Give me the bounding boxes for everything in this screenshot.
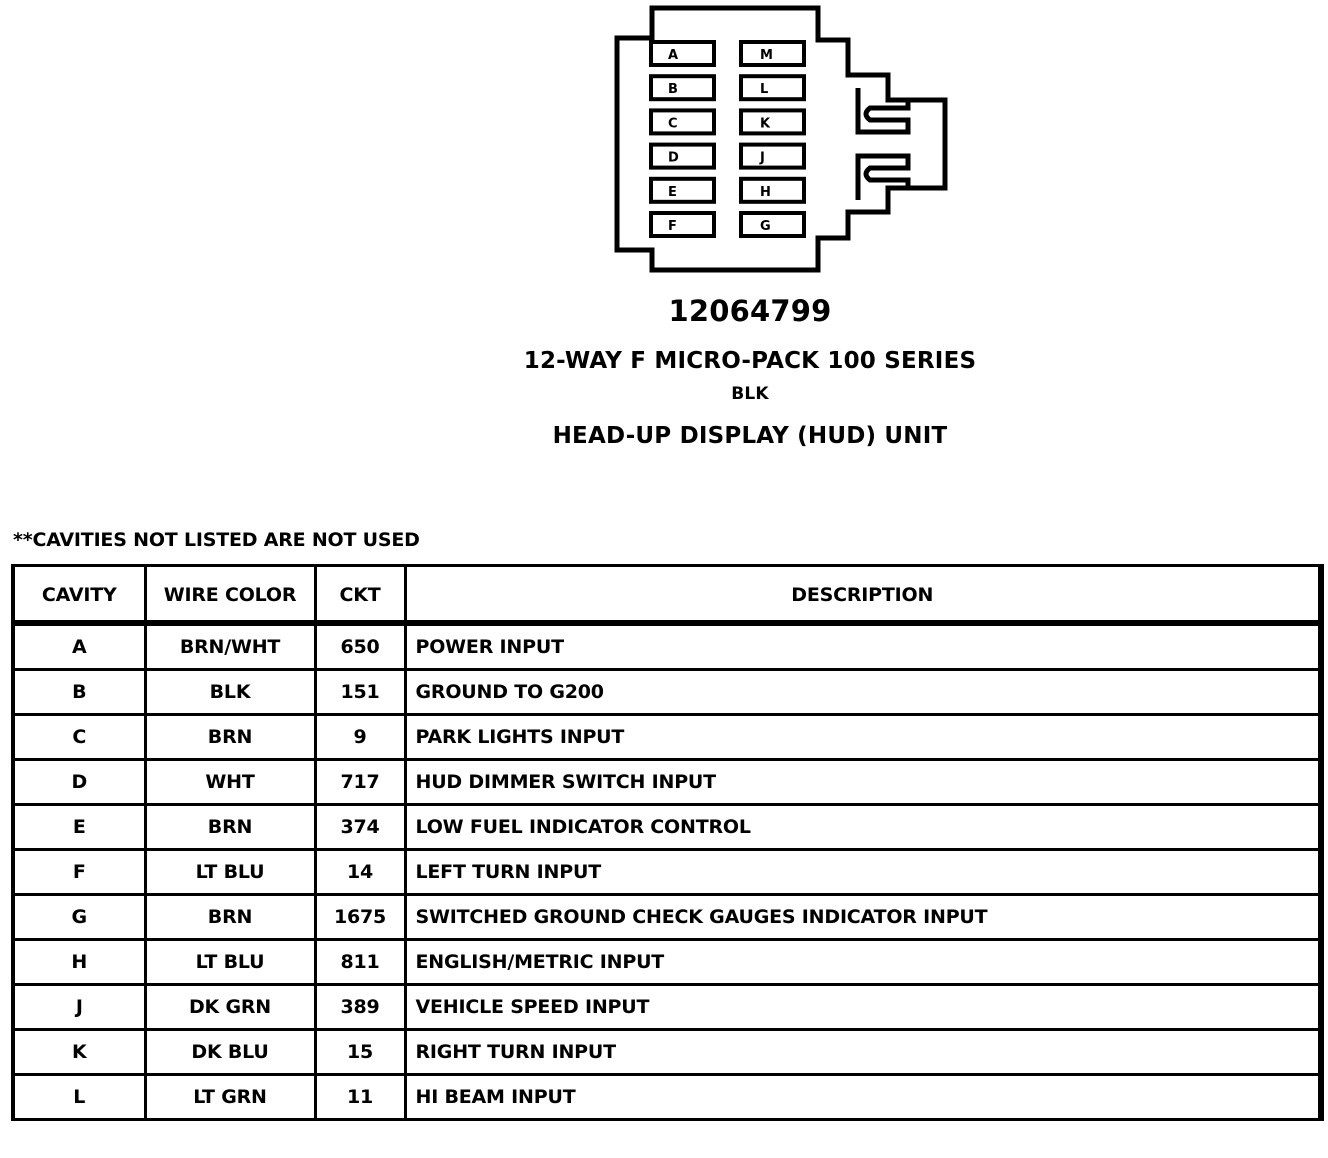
header-description: DESCRIPTION xyxy=(403,564,1324,626)
header-ckt: CKT xyxy=(313,564,407,626)
cell-ckt: 374 xyxy=(313,803,407,851)
cell-cavity: H xyxy=(11,938,147,986)
cell-ckt: 1675 xyxy=(313,893,407,941)
cell-cavity: B xyxy=(11,668,147,716)
cell-ckt: 11 xyxy=(313,1073,407,1121)
cell-description: POWER INPUT xyxy=(403,623,1324,671)
part-number: 12064799 xyxy=(668,294,832,328)
cell-description: HUD DIMMER SWITCH INPUT xyxy=(403,758,1324,806)
table-header-row: CAVITY WIRE COLOR CKT DESCRIPTION xyxy=(11,564,1324,626)
component-name: HEAD-UP DISPLAY (HUD) UNIT xyxy=(552,423,948,449)
cavity-label: B xyxy=(668,82,678,97)
cavity-box xyxy=(649,176,716,204)
cavity-box xyxy=(739,40,806,67)
cavity-box xyxy=(649,74,716,102)
cavity-box xyxy=(739,74,806,102)
cell-description: HI BEAM INPUT xyxy=(403,1073,1324,1121)
cell-ckt: 9 xyxy=(313,713,407,761)
cell-cavity: A xyxy=(11,623,147,671)
cell-ckt: 15 xyxy=(313,1028,407,1076)
cavity-label: H xyxy=(760,185,771,200)
cell-cavity: G xyxy=(11,893,147,941)
cell-cavity: L xyxy=(11,1073,147,1121)
cell-ckt: 151 xyxy=(313,668,407,716)
header-cavity: CAVITY xyxy=(11,564,147,626)
cavity-box xyxy=(739,176,806,204)
cavity-label: G xyxy=(760,219,771,234)
cell-ckt: 14 xyxy=(313,848,407,896)
cavity-box xyxy=(739,142,806,170)
connector-latch-upper xyxy=(855,88,911,135)
connector-color: BLK xyxy=(731,384,769,404)
cell-wire-color: BRN/WHT xyxy=(143,623,317,671)
cavity-box xyxy=(649,211,716,238)
cavity-box xyxy=(739,108,806,136)
cavity-label: K xyxy=(760,116,771,131)
cell-ckt: 650 xyxy=(313,623,407,671)
header-wire-color: WIRE COLOR xyxy=(143,564,317,626)
cavity-label: A xyxy=(668,48,678,63)
cavity-box xyxy=(649,40,716,67)
connector-latch-lower xyxy=(855,153,911,200)
cavity-label: E xyxy=(668,185,677,200)
cavity-box xyxy=(739,211,806,238)
cell-ckt: 811 xyxy=(313,938,407,986)
cavity-label: F xyxy=(668,219,677,234)
cell-description: ENGLISH/METRIC INPUT xyxy=(403,938,1324,986)
cell-wire-color: DK BLU xyxy=(143,1028,317,1076)
cell-cavity: K xyxy=(11,1028,147,1076)
cell-cavity: C xyxy=(11,713,147,761)
table-note: **CAVITIES NOT LISTED ARE NOT USED xyxy=(13,529,420,551)
cell-description: RIGHT TURN INPUT xyxy=(403,1028,1324,1076)
cell-description: VEHICLE SPEED INPUT xyxy=(403,983,1324,1031)
cell-wire-color: LT BLU xyxy=(143,938,317,986)
cell-cavity: E xyxy=(11,803,147,851)
cell-description: GROUND TO G200 xyxy=(403,668,1324,716)
cell-ckt: 717 xyxy=(313,758,407,806)
cell-description: LEFT TURN INPUT xyxy=(403,848,1324,896)
cell-wire-color: BRN xyxy=(143,803,317,851)
cavity-box xyxy=(649,108,716,136)
connector-face-diagram: A B C D E F M L K J H G xyxy=(614,5,948,273)
cell-description: SWITCHED GROUND CHECK GAUGES INDICATOR I… xyxy=(403,893,1324,941)
cell-wire-color: WHT xyxy=(143,758,317,806)
cell-ckt: 389 xyxy=(313,983,407,1031)
cell-wire-color: LT BLU xyxy=(143,848,317,896)
cell-cavity: J xyxy=(11,983,147,1031)
cell-wire-color: BRN xyxy=(143,893,317,941)
cell-wire-color: BRN xyxy=(143,713,317,761)
cavity-box xyxy=(649,142,716,170)
cell-cavity: D xyxy=(11,758,147,806)
cell-wire-color: BLK xyxy=(143,668,317,716)
cavity-label: C xyxy=(668,116,678,131)
connector-type: 12-WAY F MICRO-PACK 100 SERIES xyxy=(523,348,977,374)
cavity-label: J xyxy=(759,151,765,166)
cavity-label: L xyxy=(760,82,768,97)
cavity-label: M xyxy=(760,48,773,63)
cavity-label: D xyxy=(668,151,679,166)
cell-description: PARK LIGHTS INPUT xyxy=(403,713,1324,761)
connector-cavities: A B C D E F M L K J H G xyxy=(649,40,806,238)
connector-housing-outline xyxy=(614,5,948,273)
cell-wire-color: LT GRN xyxy=(143,1073,317,1121)
cell-cavity: F xyxy=(11,848,147,896)
cell-description: LOW FUEL INDICATOR CONTROL xyxy=(403,803,1324,851)
cell-wire-color: DK GRN xyxy=(143,983,317,1031)
